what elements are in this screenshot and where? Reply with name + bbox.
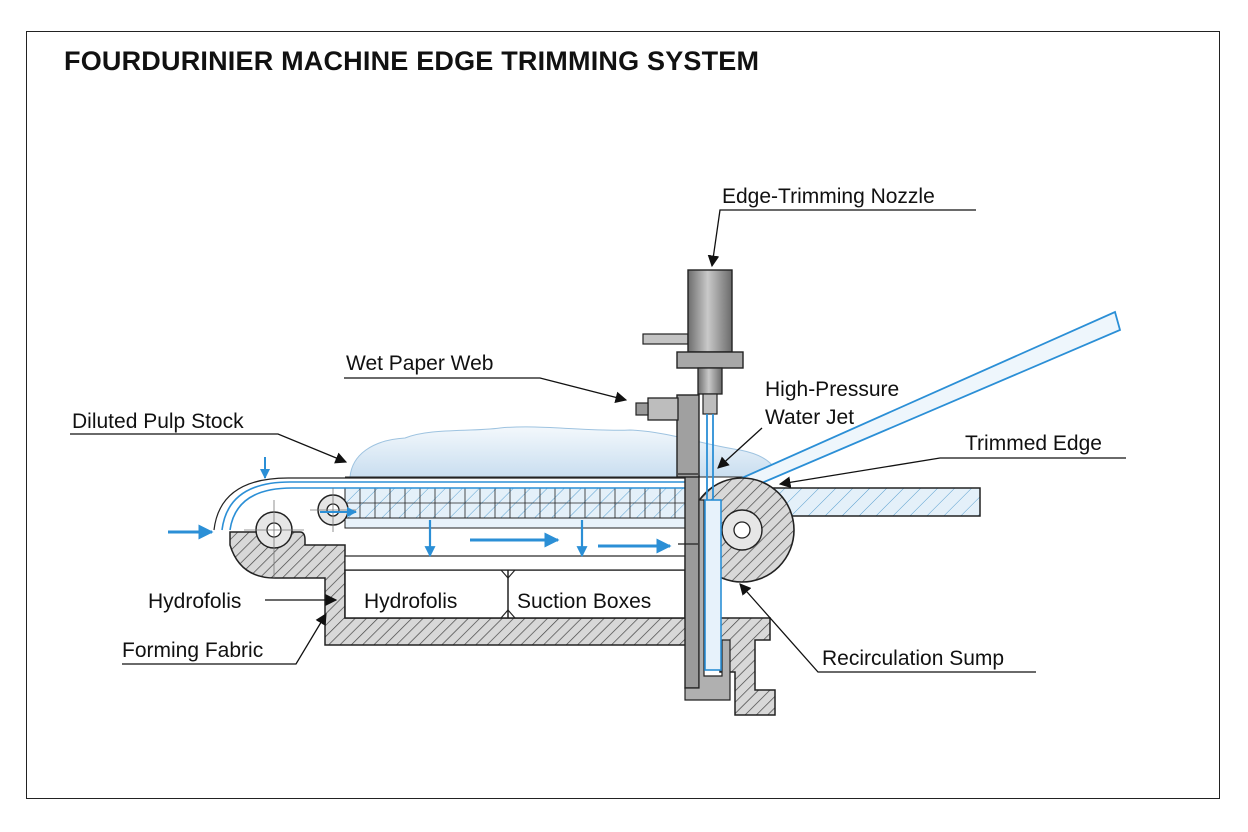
nozzle-side-pipe [642,333,689,345]
label-wet-web: Wet Paper Web [346,352,493,375]
wet-paper-web [349,426,776,478]
nozzle-bracket [676,394,700,478]
support-post [684,475,700,689]
nozzle-neck [697,367,723,395]
label-suction-boxes: Suction Boxes [517,590,651,613]
suction-rail [344,517,686,529]
forming-fabric-inner [229,487,685,531]
label-nozzle: Edge-Trimming Nozzle [722,185,935,208]
label-hydrofolis-box: Hydrofolis [364,590,457,613]
machine-frame [229,531,776,716]
side-valve-knob [635,402,649,416]
divider-pinch-top [500,569,516,579]
nozzle-body [687,269,733,353]
leader-nozzle [707,209,976,268]
leader-forming-fabric [122,612,327,665]
leader-jet [717,427,763,469]
forming-fabric [221,481,685,531]
leader-trimmed-edge [778,457,1126,489]
leader-sump [739,583,1036,673]
table-grid-cells [345,488,685,518]
sump-water-channel [704,499,722,671]
label-jet-line2: Water Jet [765,406,854,429]
forming-fabric-outline [213,477,685,531]
label-forming-fabric: Forming Fabric [122,639,263,662]
nozzle-tip [702,393,718,415]
inner-box [344,569,686,619]
sump-pipe [684,499,731,701]
leader-pulp-stock [70,433,348,464]
diagram-title: FOURDURINIER MACHINE EDGE TRIMMING SYSTE… [64,46,760,76]
side-valve [647,397,679,421]
label-jet-line1: High-Pressure [765,378,899,401]
label-hydrofolis-left: Hydrofolis [148,590,241,613]
label-trimmed-edge: Trimmed Edge [965,432,1102,455]
label-sump: Recirculation Sump [822,647,1004,670]
trimmed-edge-conveyor [769,487,981,517]
couch-roll-hub [733,521,751,539]
lower-rail [344,555,686,571]
divider-pinch-bottom [500,609,516,619]
nozzle-collar [676,351,744,369]
leader-wet-web [344,377,628,404]
diagram-frame [26,31,1220,799]
label-pulp-stock: Diluted Pulp Stock [72,410,244,433]
